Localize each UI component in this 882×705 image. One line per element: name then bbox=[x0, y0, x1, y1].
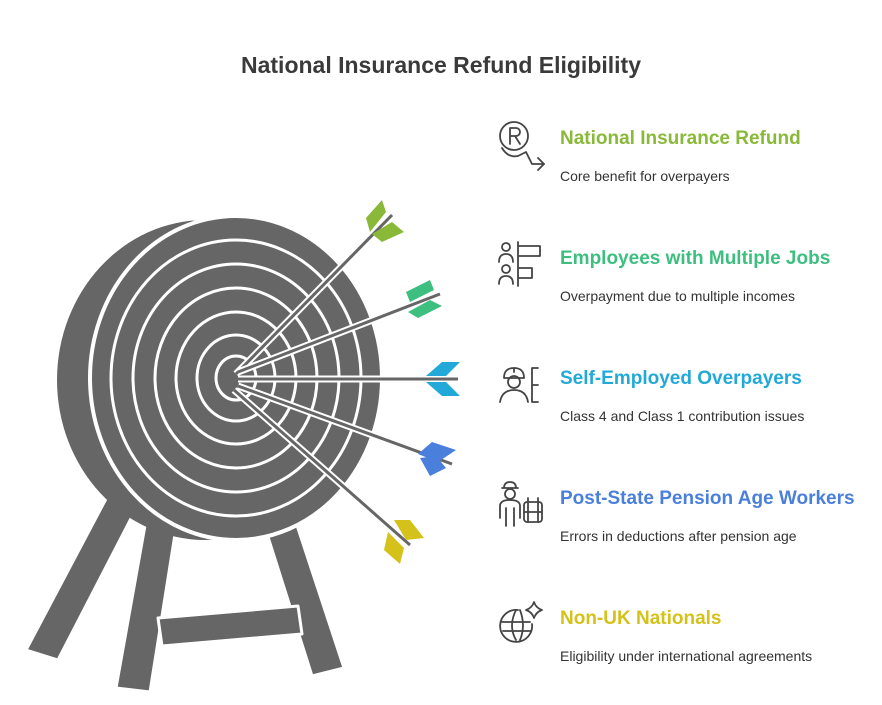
list-item: Non-UK Nationals Eligibility under inter… bbox=[494, 598, 874, 678]
item-description: Class 4 and Class 1 contribution issues bbox=[560, 408, 805, 424]
target-stand bbox=[24, 493, 346, 694]
arrow-5 bbox=[231, 387, 424, 564]
item-label: Non-UK Nationals bbox=[560, 608, 722, 629]
item-description: Overpayment due to multiple incomes bbox=[560, 288, 795, 304]
item-label: Employees with Multiple Jobs bbox=[560, 248, 831, 269]
diagram-title: National Insurance Refund Eligibility bbox=[241, 52, 641, 78]
list-item: National Insurance Refund Core benefit f… bbox=[494, 118, 874, 198]
arrow-4 bbox=[236, 382, 456, 476]
arrow-2 bbox=[236, 280, 442, 376]
item-description: Core benefit for overpayers bbox=[560, 168, 730, 184]
pension-worker-icon bbox=[499, 481, 543, 527]
list-item: Self-Employed Overpayers Class 4 and Cla… bbox=[494, 358, 874, 438]
arrow-3 bbox=[238, 362, 460, 396]
item-label: Self-Employed Overpayers bbox=[560, 368, 802, 389]
self-employed-icon bbox=[499, 367, 539, 403]
item-label: National Insurance Refund bbox=[560, 128, 801, 149]
list-item: Employees with Multiple Jobs Overpayment… bbox=[494, 238, 874, 318]
item-label: Post-State Pension Age Workers bbox=[560, 488, 855, 509]
item-description: Errors in deductions after pension age bbox=[560, 528, 797, 544]
multiple-jobs-icon bbox=[498, 241, 541, 287]
item-description: Eligibility under international agreemen… bbox=[560, 648, 813, 664]
refund-icon bbox=[499, 121, 545, 171]
list-item: Post-State Pension Age Workers Errors in… bbox=[494, 478, 874, 558]
globe-sparkle-icon bbox=[499, 601, 543, 643]
arrow-1 bbox=[233, 200, 404, 377]
